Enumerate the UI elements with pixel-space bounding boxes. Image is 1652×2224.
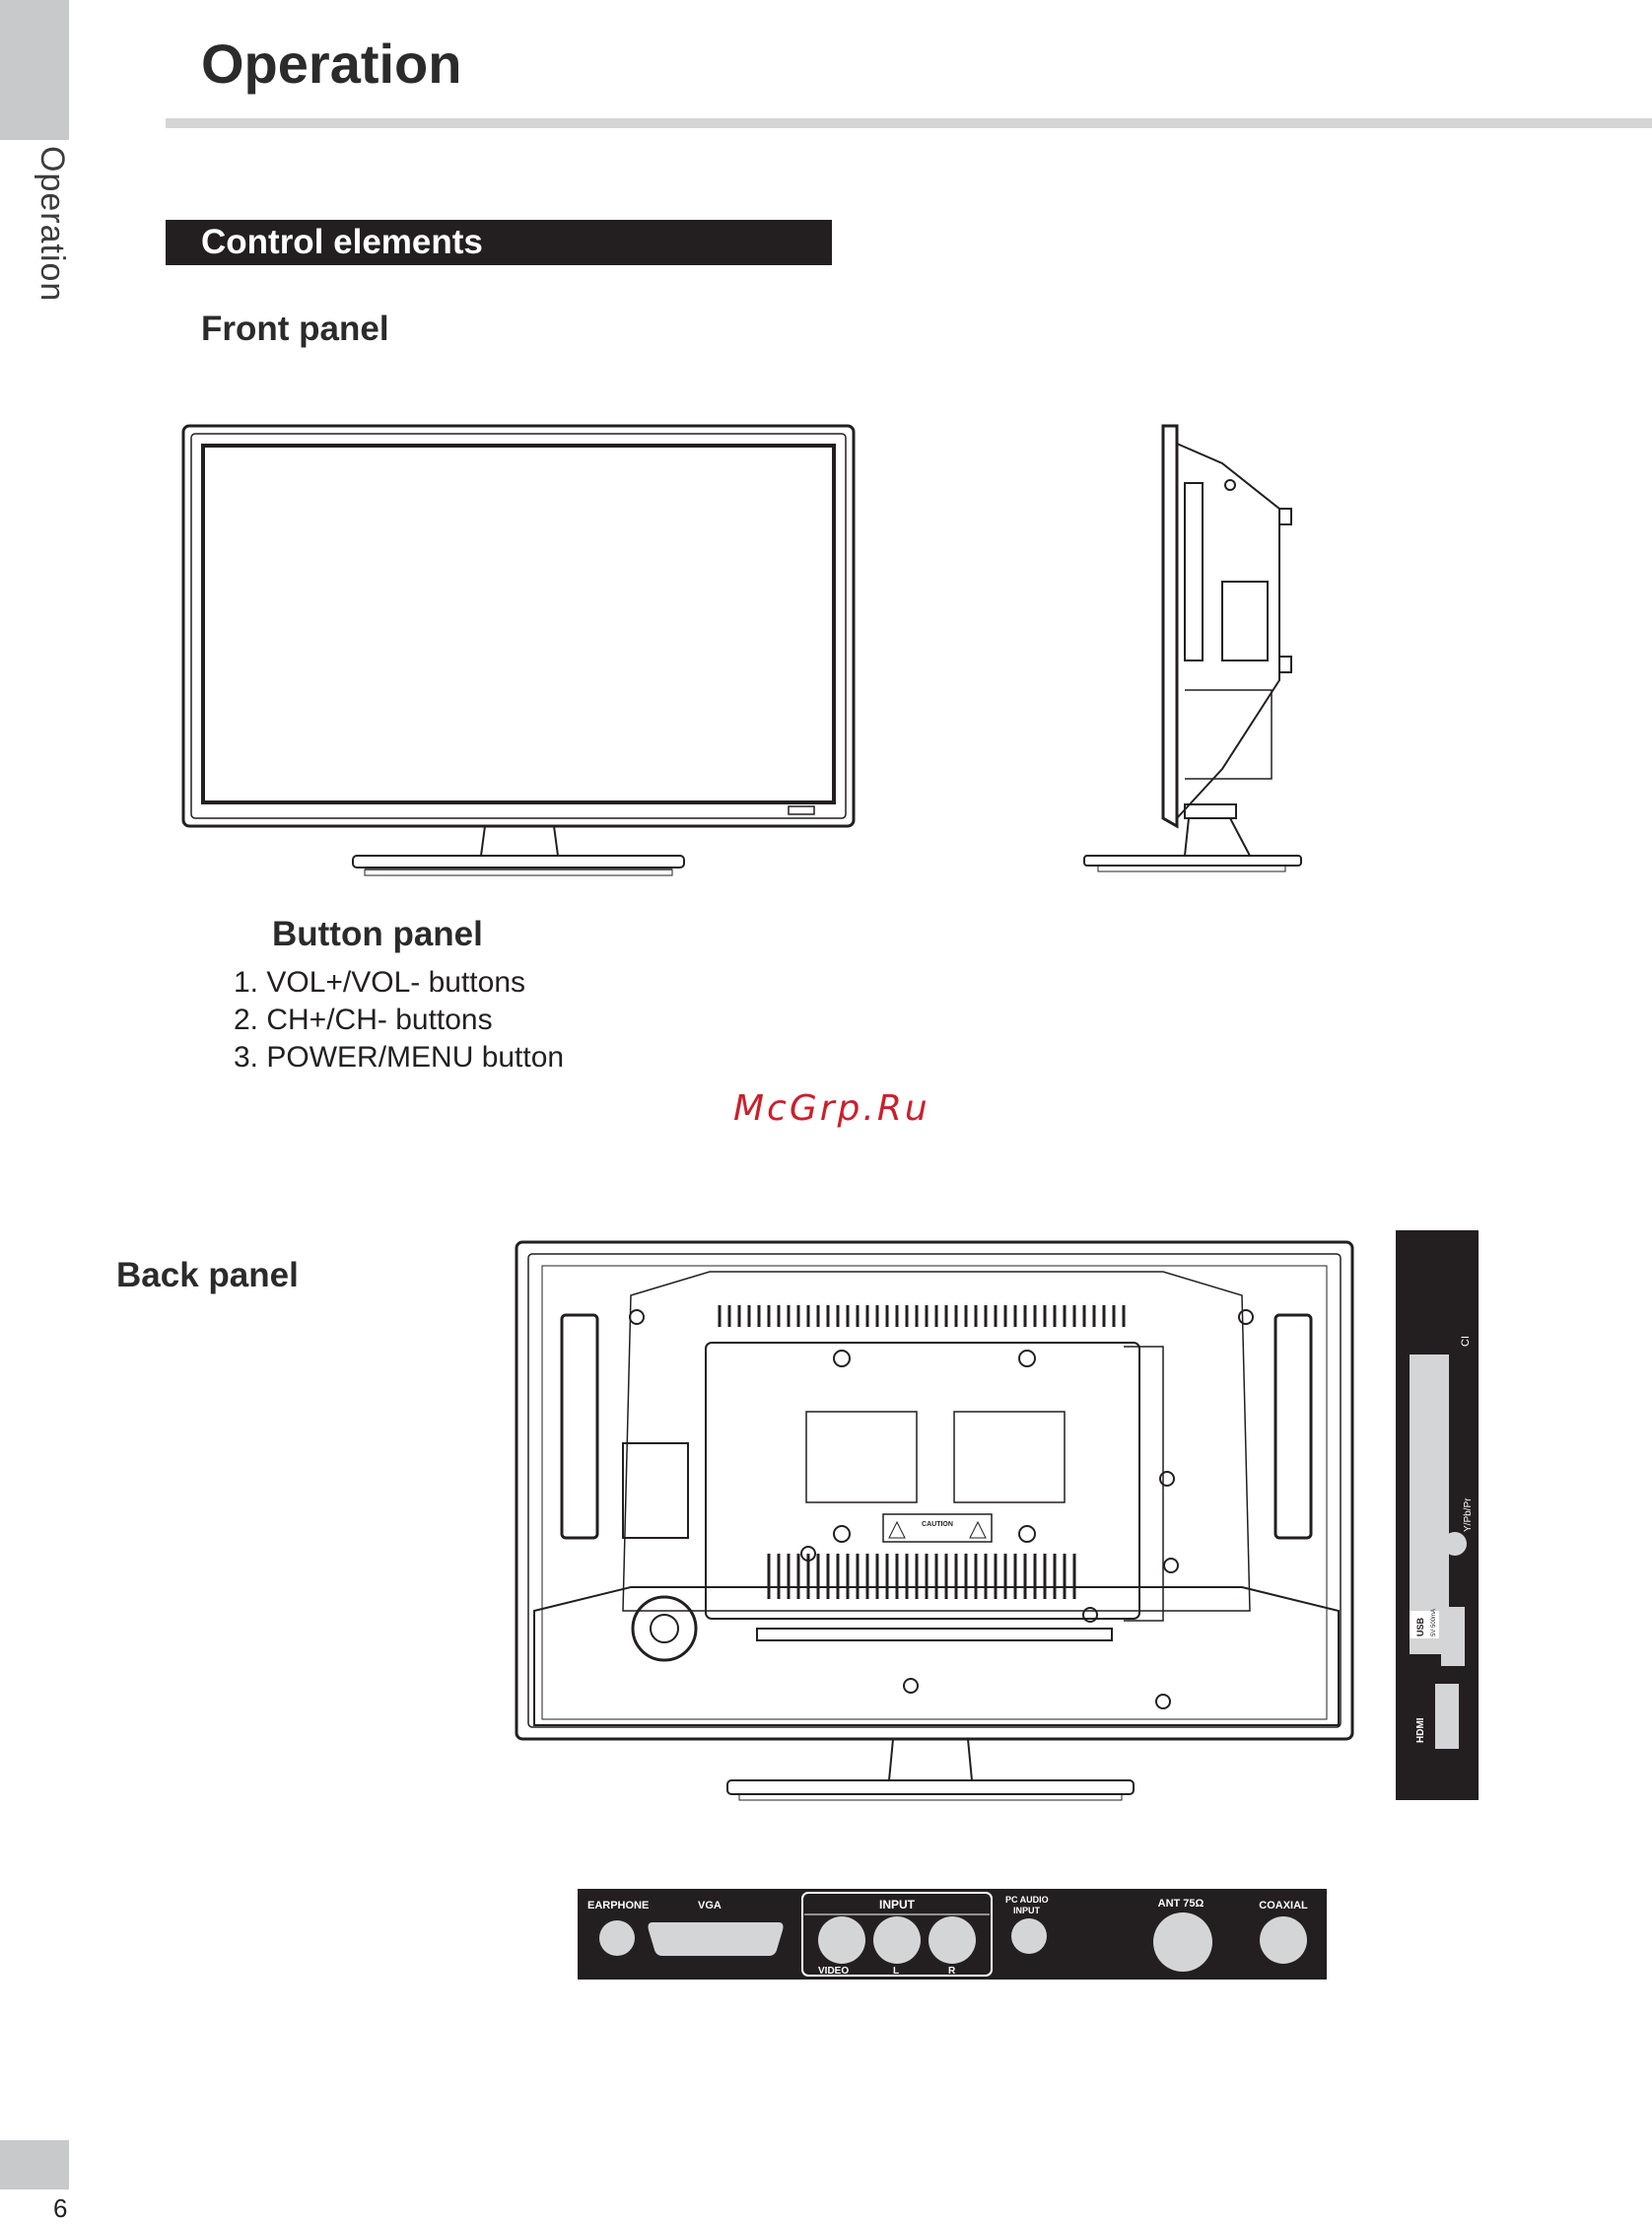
pc-audio-jack [1011, 1918, 1047, 1954]
vga-label: VGA [698, 1900, 722, 1911]
hdmi-port [1435, 1684, 1459, 1749]
pc-audio-label: PC AUDIO [1005, 1895, 1049, 1905]
back-panel-heading: Back panel [116, 1256, 299, 1295]
coaxial-label: COAXIAL [1259, 1900, 1308, 1911]
front-panel-heading: Front panel [201, 310, 389, 349]
page-tab [0, 2140, 69, 2189]
section-title: Control elements [201, 223, 483, 262]
video-jack [818, 1916, 865, 1964]
list-item: 3. POWER/MENU button [234, 1041, 564, 1075]
ci-label: CI [1460, 1336, 1472, 1347]
side-label: Operation [30, 146, 71, 323]
watermark: McGrp.Ru [733, 1088, 930, 1129]
caution-label: CAUTION [922, 1521, 953, 1528]
ypbpr-label: Y/Pb/Pr [1463, 1497, 1474, 1532]
button-panel-heading: Button panel [272, 915, 483, 954]
coaxial-jack [1260, 1916, 1307, 1964]
l-label: L [893, 1966, 899, 1977]
ypbpr-jack [1443, 1532, 1467, 1556]
audio-l-jack [873, 1916, 921, 1964]
vga-port [649, 1922, 784, 1956]
title-rule [166, 118, 1652, 128]
side-connector-panel: CI Y/Pb/Pr USB 5V 500mA HDMI [1394, 1230, 1480, 1800]
antenna-jack [1153, 1912, 1212, 1972]
list-item: 2. CH+/CH- buttons [234, 1004, 493, 1037]
usb-label: USB [1415, 1617, 1425, 1636]
page-number: 6 [53, 2193, 67, 2224]
usb-port [1441, 1607, 1465, 1666]
audio-r-jack [929, 1916, 976, 1964]
ant-label: ANT 75Ω [1158, 1898, 1205, 1910]
earphone-jack [599, 1920, 635, 1956]
bottom-connector-panel: EARPHONE VGA INPUT VIDEO L R PC AUDIO IN… [576, 1887, 1329, 1981]
tv-front-illustration [177, 414, 887, 887]
input-label: INPUT [879, 1898, 916, 1911]
list-item: 1. VOL+/VOL- buttons [234, 966, 525, 1000]
earphone-label: EARPHONE [587, 1900, 649, 1911]
page-title: Operation [201, 32, 461, 96]
tv-side-illustration [1074, 414, 1331, 887]
tv-back-illustration: CAUTION [513, 1236, 1360, 1808]
side-tab [0, 0, 69, 140]
usb-rating-label: 5V 500mA [1431, 1609, 1437, 1636]
pc-audio-input-label: INPUT [1013, 1906, 1041, 1915]
video-label: VIDEO [818, 1966, 849, 1977]
r-label: R [948, 1966, 956, 1977]
hdmi-label: HDMI [1415, 1717, 1426, 1743]
